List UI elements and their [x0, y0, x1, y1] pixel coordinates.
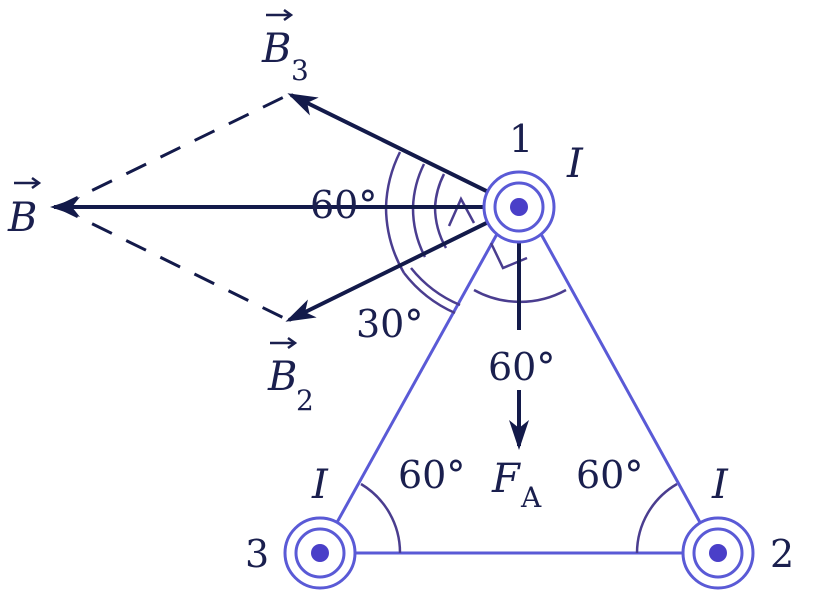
wire-2-inner-ring — [692, 527, 744, 579]
arc-b2-side-a — [403, 272, 456, 315]
parallelogram-dashes — [57, 93, 289, 322]
vector-arrow-icon — [266, 8, 294, 22]
wire-2 — [681, 516, 755, 590]
vector-b-label: B — [7, 195, 37, 241]
triangle-side-1-3 — [333, 233, 499, 527]
wire-1-number: 1 — [509, 117, 533, 161]
dashed-line-upper — [57, 93, 289, 209]
vector-b3-arrow — [287, 93, 520, 209]
wire-1-inner-ring — [493, 181, 545, 233]
right-angle-mark-lower — [489, 242, 528, 270]
wire-1 — [482, 170, 556, 244]
triangle — [333, 233, 704, 555]
arc-b3-b-outer — [384, 151, 402, 208]
arc-b3-b-inner — [433, 173, 446, 208]
wire-2-current: I — [711, 462, 729, 508]
dashed-line-lower — [57, 205, 289, 322]
angle-b2-side-label: 30° — [356, 302, 423, 346]
wire-3-inner-ring — [294, 527, 346, 579]
angle-bottom-left-label: 60° — [398, 453, 465, 497]
arc-b3-b-mid — [411, 163, 426, 208]
triangle-side-1-2 — [539, 233, 704, 527]
arc-bottom-right — [635, 482, 678, 554]
force-fa-label: F — [491, 456, 521, 502]
vector-b3-label: B — [261, 26, 291, 72]
angle-top-vertex-label: 60° — [488, 345, 555, 389]
arc-b2-side-b — [410, 267, 461, 307]
vector-b2-label: B — [267, 354, 297, 400]
vector-arrow-icon — [14, 176, 42, 190]
wire-1-current: I — [566, 141, 584, 187]
vector-arrow-icon — [270, 336, 298, 350]
wire-3 — [283, 516, 357, 590]
vector-b2-subscript: 2 — [296, 384, 314, 417]
wire-3-current: I — [311, 462, 329, 508]
angle-bottom-right-label: 60° — [576, 453, 643, 497]
arc-bottom-left — [360, 482, 402, 554]
vector-b3-subscript: 3 — [291, 54, 309, 87]
vector-b2-arrow — [285, 205, 520, 322]
wire-3-number: 3 — [245, 532, 269, 576]
angle-top-b-label: 60° — [310, 183, 377, 227]
wire-2-number: 2 — [770, 532, 794, 576]
vectors — [50, 93, 529, 450]
force-fa-subscript: A — [520, 481, 542, 514]
right-angle-mark-upper — [447, 196, 476, 227]
arc-b-b2-inner — [433, 206, 448, 249]
current-out-of-page-icon — [709, 544, 727, 562]
arc-b-b2-outer — [384, 206, 406, 274]
current-out-of-page-icon — [510, 198, 528, 216]
vector-arrow-icons — [14, 8, 298, 350]
arc-b-b2-mid — [411, 206, 427, 258]
current-out-of-page-icon — [311, 544, 329, 562]
